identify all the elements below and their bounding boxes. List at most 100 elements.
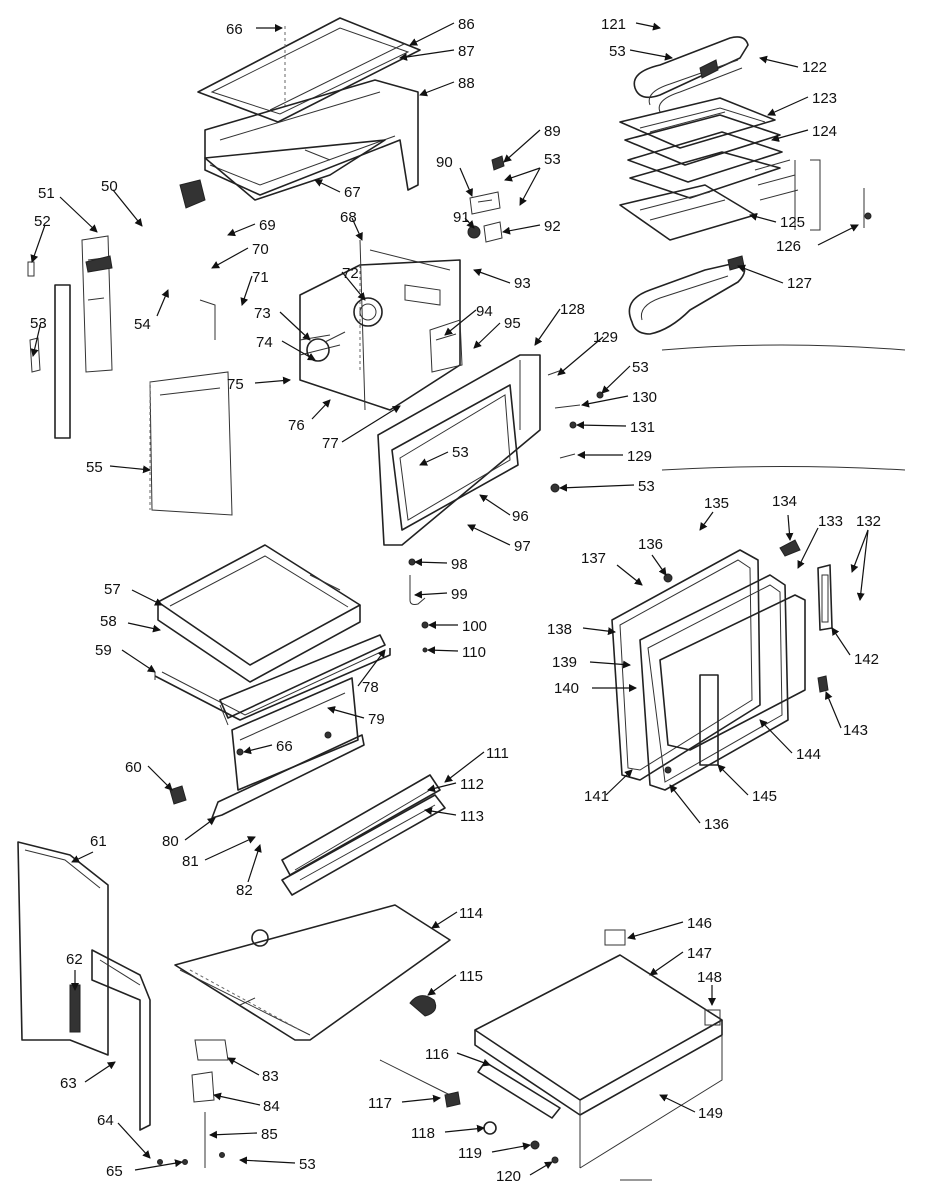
callout-148: 148 [697,969,722,986]
part-broil-pan-stack [619,97,783,199]
callout-128: 128 [560,301,585,318]
part-clip-126 [863,188,872,228]
part-cooktop-frame [197,17,421,123]
callout-99: 99 [451,586,468,603]
part-oven-bottom-114 [174,904,451,1041]
callout-138: 138 [547,621,572,638]
callout-118: 118 [411,1125,435,1142]
section-separator-lines [661,344,906,471]
callout-89: 89 [544,123,561,140]
callout-53: 53 [544,151,561,168]
callout-146: 146 [687,915,712,932]
part-oven-door-assembly [611,549,806,791]
callout-144: 144 [796,746,821,763]
callout-129: 129 [627,448,652,465]
part-drawer-tray-57 [157,544,361,683]
callout-136: 136 [704,816,729,833]
callout-74: 74 [256,334,273,351]
part-drawer-slide-116 [379,1059,561,1164]
callout-82: 82 [236,882,253,899]
callout-leader-lines [30,22,869,1181]
callout-67: 67 [344,184,361,201]
callout-76: 76 [288,417,305,434]
part-knob-115 [409,995,437,1017]
callout-141: 141 [584,788,609,805]
callout-112: 112 [460,776,484,793]
callout-94: 94 [476,303,493,320]
part-back-panel-55 [149,299,233,516]
callout-140: 140 [554,680,579,697]
callout-83: 83 [262,1068,279,1085]
callout-53: 53 [632,359,649,376]
callout-126: 126 [776,238,801,255]
callout-71: 71 [252,269,269,286]
callout-133: 133 [818,513,843,530]
callout-95: 95 [504,315,521,332]
callout-87: 87 [458,43,475,60]
callout-69: 69 [259,217,276,234]
part-oven-front-frame [377,354,541,546]
callout-127: 127 [787,275,812,292]
callout-65: 65 [106,1163,123,1180]
callout-110: 110 [462,644,486,661]
part-hinge-99 [408,558,429,653]
part-drawer-rack-59 [154,648,391,721]
callout-96: 96 [512,508,529,525]
callout-58: 58 [100,613,117,630]
callout-137: 137 [581,550,606,567]
callout-120: 120 [496,1168,521,1185]
callout-labels: 66 86 87 88 67 121 53 122 123 124 89 90 … [30,16,881,1185]
callout-62: 62 [66,951,83,968]
callout-113: 113 [460,808,484,825]
callout-72: 72 [342,265,359,282]
part-back-panel-61 [17,841,109,1056]
callout-135: 135 [704,495,729,512]
callout-52: 52 [34,213,51,230]
callout-86: 86 [458,16,475,33]
callout-54: 54 [134,316,151,333]
callout-57: 57 [104,581,121,598]
part-screws-85-65 [157,1112,225,1168]
callout-66: 66 [276,738,293,755]
callout-147: 147 [687,945,712,962]
callout-53: 53 [299,1156,316,1173]
callout-81: 81 [182,853,199,870]
part-door-hinge-142 [779,539,833,693]
callout-79: 79 [368,711,385,728]
callout-53: 53 [609,43,626,60]
callout-114: 114 [459,905,483,922]
part-oven-liner [299,239,461,411]
callout-116: 116 [425,1046,449,1063]
callout-63: 63 [60,1075,77,1092]
callout-111: 111 [486,745,509,762]
callout-70: 70 [252,241,269,258]
callout-117: 117 [368,1095,392,1112]
callout-68: 68 [340,209,357,226]
callout-84: 84 [263,1098,280,1115]
callout-61: 61 [90,833,107,850]
part-bracket-84 [191,1039,229,1103]
callout-51: 51 [38,185,55,202]
part-screws-129-131 [547,369,604,493]
callout-88: 88 [458,75,475,92]
callout-124: 124 [812,123,837,140]
callout-115: 115 [459,968,483,985]
callout-97: 97 [514,538,531,555]
callout-122: 122 [802,59,827,76]
part-storage-drawer-147 [474,929,723,1169]
callout-100: 100 [462,618,487,635]
callout-132: 132 [856,513,881,530]
callout-60: 60 [125,759,142,776]
callout-119: 119 [458,1145,482,1162]
callout-77: 77 [322,435,339,452]
callout-53: 53 [30,315,47,332]
callout-75: 75 [227,376,244,393]
callout-136: 136 [638,536,663,553]
callout-131: 131 [630,419,655,436]
callout-145: 145 [752,788,777,805]
callout-130: 130 [632,389,657,406]
callout-125: 125 [780,214,805,231]
part-bracket-80 [211,677,365,819]
part-lower-panel-63 [69,949,151,1131]
callout-143: 143 [843,722,868,739]
